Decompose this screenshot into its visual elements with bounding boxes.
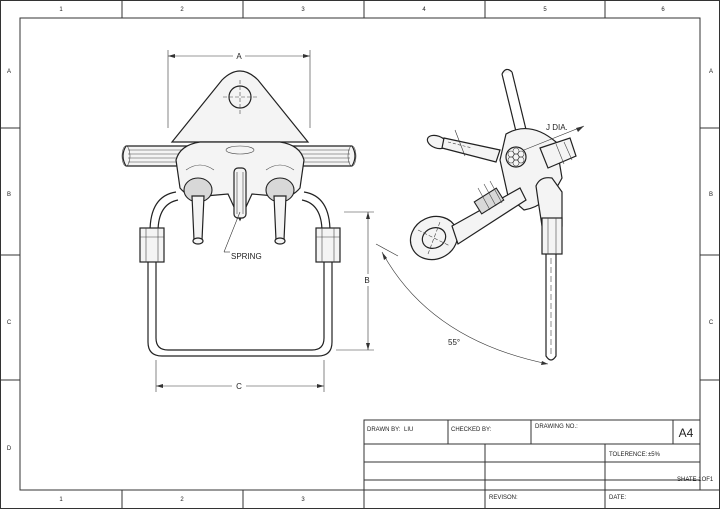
dimension-b-label: B	[364, 276, 369, 285]
drawn-by-label: DRAWN BY:	[367, 427, 401, 433]
right-nut	[315, 227, 341, 263]
column-labels-bottom: 1 2 3	[59, 497, 305, 503]
right-bolt	[265, 177, 295, 245]
clamp-body	[175, 141, 305, 222]
column-label: 1	[59, 7, 63, 13]
tolerance-label: TOLERENCE:	[609, 452, 648, 458]
tolerance-value: ±5%	[648, 452, 661, 458]
sheet-label: SHATE 1OF1	[677, 477, 714, 483]
column-label: 1	[59, 497, 63, 503]
swing-arm	[426, 129, 501, 163]
row-label: C	[7, 320, 12, 326]
column-label: 2	[180, 7, 184, 13]
left-bolt	[183, 177, 213, 245]
column-label: 3	[301, 497, 305, 503]
dimension-a-label: A	[236, 52, 242, 61]
date-label: DATE:	[609, 495, 627, 501]
row-label: B	[709, 192, 713, 198]
front-view: A B C SPRING	[121, 50, 374, 392]
revision-label: REVISON:	[489, 495, 518, 501]
drawn-by-value: LIU	[404, 427, 413, 433]
drawing-no-label: DRAWING NO.:	[535, 424, 578, 430]
angle-dimension: 55°	[375, 243, 549, 365]
dimension-c-label: C	[236, 382, 242, 391]
row-labels-right: A B C	[709, 69, 714, 326]
dimension-b: B	[336, 211, 374, 351]
column-label: 2	[180, 497, 184, 503]
spring-label: SPRING	[231, 252, 262, 261]
angle-label: 55°	[448, 338, 460, 347]
eye-arm	[409, 180, 527, 261]
row-label: A	[7, 69, 11, 75]
column-label: 5	[543, 7, 547, 13]
dimension-j-label: J DIA.	[546, 123, 568, 132]
row-label: B	[7, 192, 11, 198]
checked-by-label: CHECKED BY:	[451, 427, 492, 433]
dimension-a: A	[167, 50, 311, 128]
column-labels-top: 1 2 3 4 5 6	[59, 7, 665, 13]
lower-rod	[535, 177, 563, 361]
conductor-section	[505, 146, 527, 168]
dimension-c: C	[155, 360, 325, 392]
spring-callout: SPRING	[223, 211, 262, 261]
row-label: A	[709, 69, 713, 75]
row-label: D	[7, 446, 12, 452]
sheet-size: A4	[679, 426, 694, 440]
row-label: C	[709, 320, 714, 326]
eye-plate	[170, 70, 310, 143]
title-block: DRAWN BY: LIU CHECKED BY: DRAWING NO.: A…	[363, 419, 720, 509]
j-dia-callout: J DIA.	[523, 123, 585, 151]
side-view: J DIA. 55°	[375, 68, 585, 365]
column-label: 3	[301, 7, 305, 13]
row-labels-left: A B C D	[7, 69, 12, 452]
column-label: 6	[661, 7, 665, 13]
column-label: 4	[422, 7, 426, 13]
left-nut	[139, 227, 165, 263]
